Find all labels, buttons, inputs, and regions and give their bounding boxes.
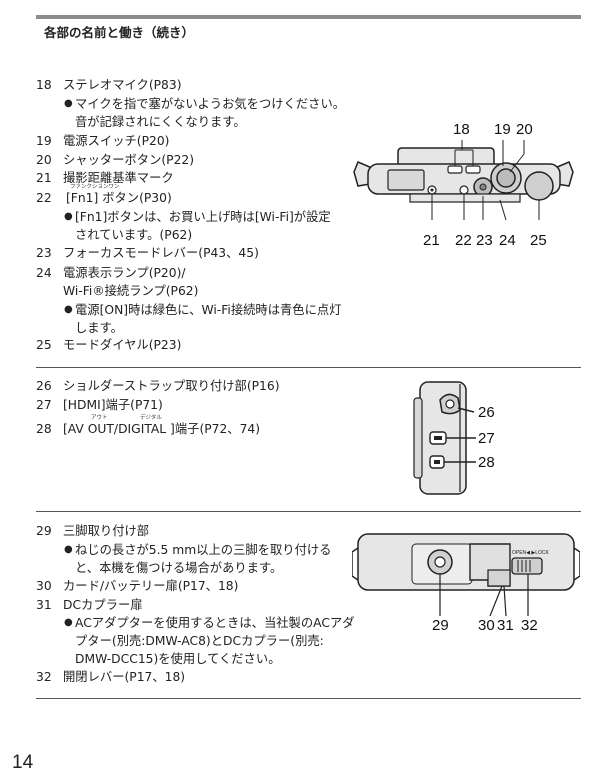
callout-26: 26 (478, 404, 495, 421)
bullet-icon: ● (64, 98, 73, 109)
item-number: 23 (36, 246, 52, 260)
item-text: [Fn1] ボタン(P30) (66, 191, 172, 205)
bullet-icon: ● (64, 304, 73, 315)
callout-27: 27 (478, 430, 495, 447)
section-divider (36, 698, 581, 699)
callout-30: 30 (478, 617, 495, 634)
bullet-icon: ● (64, 617, 73, 628)
bullet-text: [Fn1]ボタンは、お買い上げ時は[Wi-Fi]が設定 (75, 210, 331, 224)
bullet-icon: ● (64, 544, 73, 555)
callout-19: 19 (494, 121, 511, 138)
item-number: 27 (36, 398, 52, 412)
bullet-text: 音が記録されにくくなります。 (75, 115, 246, 129)
callout-29: 29 (432, 617, 449, 634)
item-number: 32 (36, 670, 52, 684)
item-text: ステレオマイク(P83) (63, 78, 182, 92)
item-text: 電源表示ランプ(P20)/ (63, 266, 186, 280)
item-number: 20 (36, 153, 52, 167)
bullet-text: と、本機を傷つける場合があります。 (75, 561, 283, 575)
section-divider (36, 367, 581, 368)
item-number: 19 (36, 134, 52, 148)
bullet-text: します。 (75, 321, 123, 335)
item-text: シャッターボタン(P22) (63, 153, 195, 167)
camera-top-view-illustration (353, 140, 574, 220)
ruby-text: ファンクションワン (70, 184, 120, 190)
item-number: 29 (36, 524, 52, 538)
bullet-text: マイクを指で塞がないようお気をつけください。 (75, 97, 346, 111)
bullet-text: プター(別売:DMW-AC8)とDCカプラー(別売: (75, 634, 324, 648)
bullet-text: されています。(P62) (75, 228, 193, 242)
item-text: 三脚取り付け部 (63, 524, 150, 538)
item-text: ショルダーストラップ取り付け部(P16) (63, 379, 280, 393)
callout-31: 31 (497, 617, 514, 634)
item-text: カード/バッテリー扉(P17、18) (63, 579, 239, 593)
callout-32: 32 (521, 617, 538, 634)
callout-25: 25 (530, 232, 547, 249)
item-text: [HDMI]端子(P71) (63, 398, 163, 412)
camera-side-view-illustration (413, 381, 476, 495)
page-number: 14 (12, 752, 34, 773)
item-text: [AV OUT/DIGITAL ]端子(P72、74) (63, 422, 261, 436)
camera-bottom-view-illustration: OPEN◀ ▶LOCK (352, 533, 580, 616)
bullet-icon: ● (64, 211, 73, 222)
callout-20: 20 (516, 121, 533, 138)
item-text: 電源スイッチ(P20) (63, 134, 170, 148)
callout-21: 21 (423, 232, 440, 249)
item-text: DCカプラー扉 (63, 598, 143, 612)
item-number: 18 (36, 78, 52, 92)
item-number: 28 (36, 422, 52, 436)
bullet-text: DMW-DCC15)を使用してください。 (75, 652, 281, 666)
callout-23: 23 (476, 232, 493, 249)
bullet-text: 電源[ON]時は緑色に、Wi-Fi接続時は青色に点灯 (75, 303, 342, 317)
ruby-text: アウト (91, 415, 108, 421)
item-number: 26 (36, 379, 52, 393)
item-number: 25 (36, 338, 52, 352)
item-text: 開閉レバー(P17、18) (63, 670, 186, 684)
item-text: Wi-Fi®接続ランプ(P62) (63, 284, 199, 298)
callout-22: 22 (455, 232, 472, 249)
top-bar (36, 15, 581, 19)
item-number: 24 (36, 266, 52, 280)
ruby-text: デジタル (140, 415, 162, 421)
item-number: 30 (36, 579, 52, 593)
lever-label: OPEN◀ ▶LOCK (512, 550, 550, 556)
section-divider (36, 511, 581, 512)
callout-28: 28 (478, 454, 495, 471)
item-text: モードダイヤル(P23) (63, 338, 182, 352)
bullet-text: ねじの長さが5.5 mm以上の三脚を取り付ける (75, 543, 332, 557)
item-number: 21 (36, 171, 52, 185)
bullet-text: ACアダプターを使用するときは、当社製のACアダ (75, 616, 355, 630)
page-heading: 各部の名前と働き（続き） (44, 25, 195, 40)
item-text: フォーカスモードレバー(P43、45) (63, 246, 259, 260)
item-text: 撮影距離基準マーク (63, 171, 174, 185)
item-number: 22 (36, 191, 52, 205)
item-number: 31 (36, 598, 52, 612)
callout-18: 18 (453, 121, 470, 138)
callout-24: 24 (499, 232, 516, 249)
